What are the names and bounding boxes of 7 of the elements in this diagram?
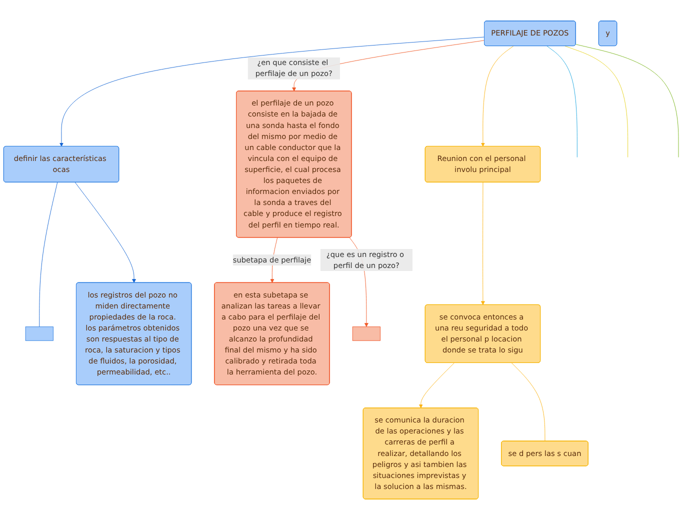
connector-line: [546, 46, 578, 158]
connector-line: [576, 44, 679, 158]
connector-line: [39, 182, 58, 328]
connector-line: [511, 362, 546, 442]
node-box: [352, 326, 380, 341]
node-box: [25, 326, 54, 341]
connector-line: [564, 46, 628, 158]
